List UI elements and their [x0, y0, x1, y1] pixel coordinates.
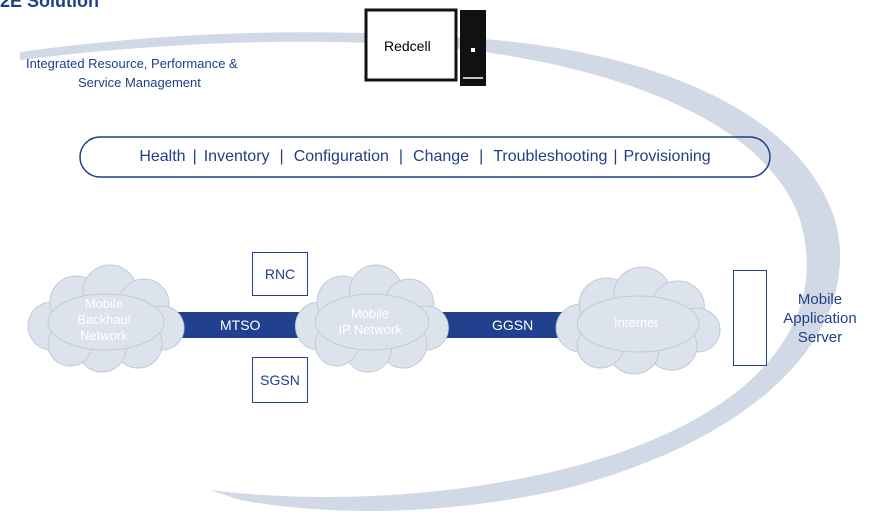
product-caption-line2: Service Management	[78, 75, 201, 90]
swoosh-arc	[20, 32, 841, 511]
redcell-label: Redcell	[384, 38, 431, 54]
header-title-fragment: E2E Solution	[0, 0, 100, 11]
separator: |	[613, 148, 618, 165]
sgsn-node: SGSN	[252, 357, 308, 403]
capability-configuration: Configuration	[293, 148, 389, 165]
capability-change: Change	[413, 148, 470, 165]
product-caption-line1: Integrated Resource, Performance &	[26, 56, 238, 71]
separator: |	[398, 148, 404, 165]
application-server-label: Mobile Application Server	[783, 291, 857, 346]
mtso-label: MTSO	[220, 317, 261, 333]
capability-band	[79, 136, 771, 178]
cloud-label-internet: Internet	[613, 315, 659, 330]
application-server-box	[733, 270, 767, 366]
ggsn-label: GGSN	[492, 317, 534, 333]
capability-health: Health	[139, 148, 186, 165]
capability-inventory: Inventory	[203, 148, 270, 165]
capability-list: Health | Inventory | Configuration | Cha…	[80, 137, 770, 177]
separator: |	[279, 148, 284, 165]
computer-icon	[364, 8, 486, 86]
capability-troubleshooting: Troubleshooting	[493, 148, 608, 165]
separator: |	[192, 148, 197, 165]
separator: |	[479, 148, 484, 165]
capability-provisioning: Provisioning	[623, 148, 711, 165]
rnc-node: RNC	[252, 252, 308, 296]
